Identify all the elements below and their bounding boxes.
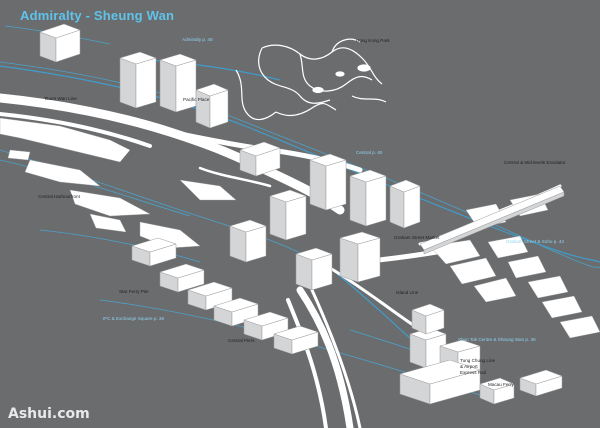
label-ifc-exchange-square-ref[interactable]: IFC & Exchange Square p. 36 bbox=[103, 316, 165, 321]
watermark: Ashui.com bbox=[8, 406, 90, 422]
label-central-piers: Central Piers bbox=[228, 338, 255, 343]
label-central-mid-levels-escalator: Central & Mid-levels Escalator bbox=[504, 160, 566, 165]
label-express-rail: Express Rail bbox=[460, 370, 486, 375]
label-admiralty-ref[interactable]: Admiralty p. 48 bbox=[182, 37, 213, 42]
park-paths bbox=[235, 38, 387, 121]
label-graham-street-soho-ref[interactable]: Graham Street & Soho p. 44 bbox=[506, 239, 564, 244]
label-tsuen-wan-line: Tsuen Wan Line bbox=[44, 96, 77, 101]
label-macau-ferry: Macau Ferry bbox=[488, 382, 514, 387]
label-airport: & Airport bbox=[460, 364, 478, 369]
map-title: Admiralty - Sheung Wan bbox=[20, 8, 175, 23]
label-graham-street-market: Graham Street Market bbox=[394, 235, 440, 240]
label-hong-kong-park: Hong Kong Park bbox=[356, 38, 390, 43]
shun-tak-towers bbox=[399, 303, 563, 405]
central-towers bbox=[229, 153, 421, 291]
admiralty-towers bbox=[39, 23, 281, 177]
label-central-harbourfront: Central Harbourfront bbox=[38, 194, 80, 199]
label-pacific-place: Pacific Place bbox=[183, 97, 210, 102]
label-star-ferry-pier: Star Ferry Pier bbox=[119, 289, 149, 294]
buildings bbox=[39, 23, 565, 405]
label-shun-tak-centre-ref[interactable]: Shun Tak Centre & Sheung Wan p. 36 bbox=[458, 337, 536, 342]
label-central-ref[interactable]: Central p. 40 bbox=[356, 150, 383, 155]
mid-levels-escalator bbox=[419, 185, 565, 255]
label-island-line: Island Line bbox=[396, 290, 419, 295]
label-tung-chung-line: Tung Chung Line bbox=[460, 358, 496, 363]
central-piers bbox=[131, 237, 319, 355]
